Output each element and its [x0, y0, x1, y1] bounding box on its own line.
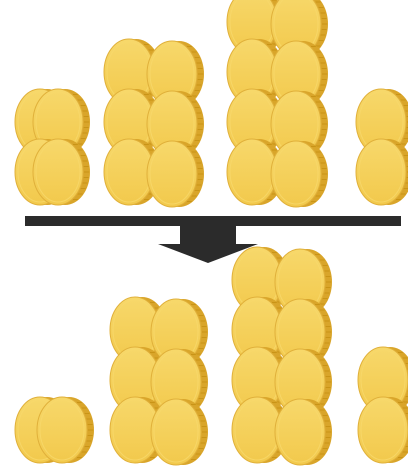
after-stack-2	[110, 297, 208, 465]
coin-icon	[151, 399, 208, 465]
after-coin-stacks	[15, 247, 408, 465]
after-stack-3	[232, 247, 332, 465]
coin-icon	[356, 139, 408, 205]
before-coin-stacks	[15, 0, 408, 207]
coin-icon	[33, 139, 90, 205]
before-stack-2	[104, 39, 204, 207]
separator-bar	[25, 216, 401, 226]
coin-icon	[37, 397, 94, 463]
coin-icon	[147, 141, 204, 207]
before-stack-3	[227, 0, 328, 207]
after-stack-1	[15, 397, 94, 463]
before-stack-1	[15, 89, 90, 205]
transition-divider	[25, 216, 401, 263]
before-stack-4	[356, 89, 408, 205]
coin-icon	[271, 141, 328, 207]
coin-icon	[358, 397, 408, 463]
coin-icon	[275, 399, 332, 465]
after-stack-4	[358, 347, 408, 463]
